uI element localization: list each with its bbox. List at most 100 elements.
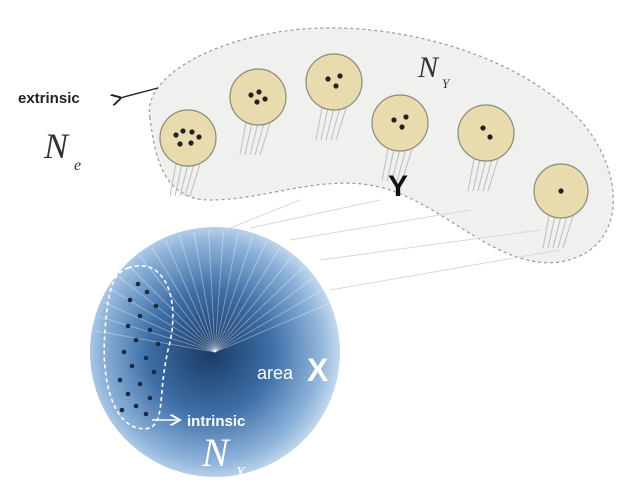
intrinsic-neuron <box>137 381 143 387</box>
neuron-dot <box>173 132 179 138</box>
intrinsic-neuron <box>133 337 139 343</box>
extrinsic-arrow <box>120 87 159 98</box>
area-ray <box>214 303 328 353</box>
neuron-dot <box>480 125 486 131</box>
neuron-dot <box>262 96 268 102</box>
area-ray <box>139 255 216 353</box>
intrinsic-neuron <box>125 323 131 329</box>
area-ray <box>164 240 216 353</box>
node-circle <box>371 94 429 152</box>
node-stem <box>547 215 556 249</box>
n-x-label: N <box>201 430 231 475</box>
node-stem <box>325 107 335 141</box>
node-stem <box>477 158 487 192</box>
node-stem <box>542 215 550 249</box>
node-1 <box>159 109 217 197</box>
extrinsic-label: extrinsic <box>18 90 80 107</box>
intrinsic-neuron <box>135 281 141 287</box>
neuron-dot <box>325 76 331 82</box>
intrinsic-neuron <box>137 313 143 319</box>
node-stem <box>179 163 189 197</box>
area-ray <box>214 248 281 353</box>
node-stem <box>401 148 413 182</box>
neuron-dot <box>391 117 397 123</box>
node-stem <box>381 148 389 182</box>
node-stem <box>472 158 481 192</box>
area-ray <box>94 330 216 353</box>
neuron-dot <box>254 99 260 105</box>
n-y-label: N <box>417 51 440 84</box>
area-rays <box>94 230 328 353</box>
node-stem <box>259 122 271 156</box>
area-ray <box>214 290 321 353</box>
projection-line <box>329 249 561 291</box>
area-ray <box>214 230 225 353</box>
intrinsic-neuron <box>144 289 150 295</box>
area-ray <box>98 315 216 353</box>
node-stem <box>320 107 329 141</box>
neuron-dot <box>337 73 343 79</box>
intrinsic-neuron <box>129 363 135 369</box>
node-circle <box>159 109 217 167</box>
area-ray <box>214 241 268 353</box>
node-stem <box>386 148 395 182</box>
area-ray <box>178 235 216 353</box>
node-stem <box>487 158 499 192</box>
area-letter-label: X <box>307 352 329 388</box>
projection-line <box>229 199 301 229</box>
intrinsic-neuron <box>151 369 157 375</box>
node-stem <box>254 122 265 156</box>
neuron-dot <box>177 141 183 147</box>
area-ray <box>118 276 216 353</box>
neuron-dot <box>248 92 254 98</box>
intrinsic-neuron <box>117 377 123 383</box>
intrinsic-neuron <box>119 407 125 413</box>
intrinsic-neuron <box>125 391 131 397</box>
intrinsic-neuron <box>127 297 133 303</box>
intrinsic-label: intrinsic <box>187 413 245 430</box>
area-ray <box>214 256 293 353</box>
intrinsic-neuron <box>143 411 149 417</box>
neuron-dot <box>256 89 262 95</box>
node-stem <box>189 163 201 197</box>
node-circle <box>229 68 287 126</box>
area-ray <box>214 266 304 353</box>
area-ray <box>214 278 313 353</box>
area-ray <box>214 232 239 353</box>
node-stem <box>239 122 247 156</box>
neuron-dot <box>487 134 493 140</box>
intrinsic-neuron <box>155 341 161 347</box>
intrinsic-neurons <box>117 281 161 417</box>
node-stem <box>335 107 347 141</box>
neuron-dot <box>188 140 194 146</box>
node-stem <box>174 163 183 197</box>
intrinsic-neuron <box>143 355 149 361</box>
n-e-label: N <box>43 126 70 166</box>
node-3 <box>305 53 363 141</box>
node-stem <box>391 148 401 182</box>
area-ray <box>103 301 216 353</box>
node-circle <box>305 53 363 111</box>
neuron-dot <box>558 188 564 194</box>
neuron-dot <box>189 129 195 135</box>
node-5 <box>457 104 515 192</box>
node-stem <box>315 107 323 141</box>
node-6 <box>533 163 589 249</box>
projection-line <box>289 209 471 241</box>
neuron-dot <box>403 114 409 120</box>
node-stem <box>330 107 341 141</box>
area-ray <box>208 230 216 353</box>
node-stem <box>552 215 562 249</box>
node-stem <box>184 163 195 197</box>
n-y-subscript: Y <box>442 76 451 91</box>
neuron-dot <box>180 128 186 134</box>
n-e-subscript: e <box>74 157 81 174</box>
intrinsic-neuron <box>121 349 127 355</box>
node-group <box>159 53 589 249</box>
area-word-label: area <box>257 363 294 383</box>
node-stem <box>482 158 493 192</box>
projection-line <box>319 229 541 261</box>
node-stem <box>249 122 259 156</box>
